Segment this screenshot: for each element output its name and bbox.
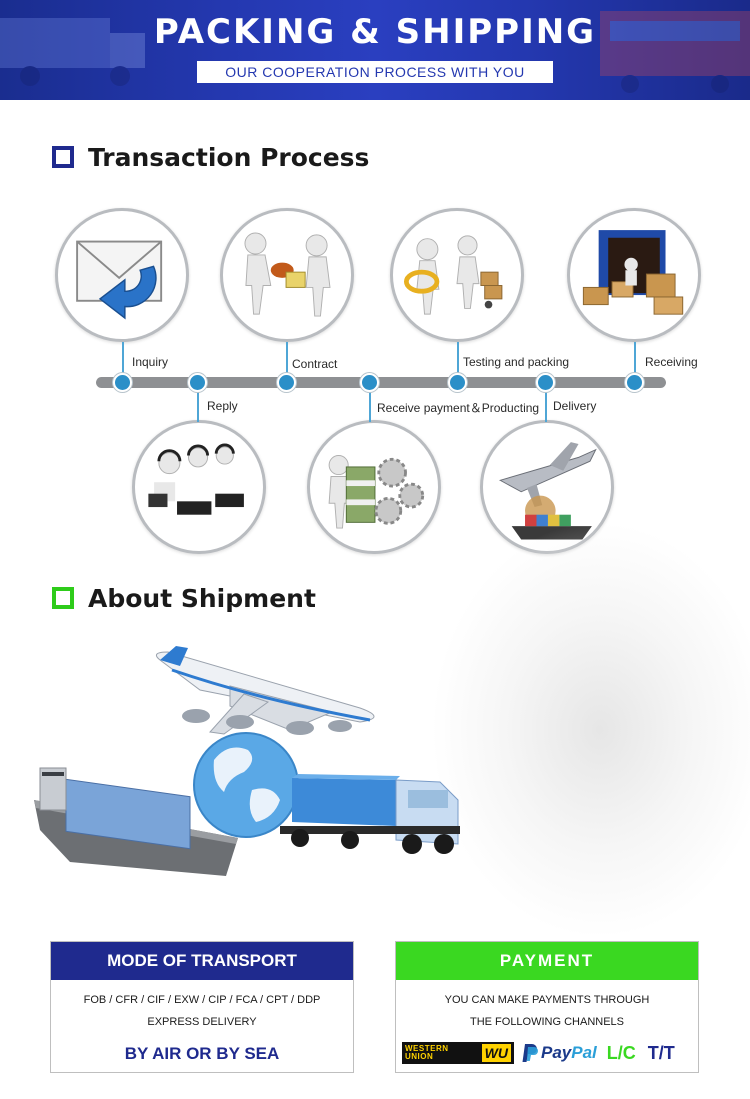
connector-line [457,342,459,378]
money-gears-icon [328,455,425,529]
globe-icon [193,732,299,838]
section-heading-transaction: Transaction Process [52,142,369,172]
payment-line-2: THE FOLLOWING CHANNELS [469,1016,625,1028]
step-label-delivery: Delivery [553,399,597,413]
payment-line-1: YOU CAN MAKE PAYMENTS THROUGH [444,994,650,1006]
payment-methods: WESTERN UNION WU PayPal L/C T/T [402,1040,694,1066]
paypal-p-icon [522,1044,538,1062]
truck-silhouette-icon [0,18,145,86]
payment-card: PAYMENT YOU CAN MAKE PAYMENTS THROUGH TH… [395,941,699,1073]
western-union-wordmark: WESTERN UNION [405,1044,449,1061]
step-image-testing [390,208,524,342]
telegraphic-transfer: T/T [647,1042,675,1063]
step-label-reply: Reply [207,399,238,413]
section-title: Transaction Process [88,142,370,172]
transport-card: MODE OF TRANSPORT FOB / CFR / CIF / EXW … [50,941,354,1073]
western-union-logo: WESTERN UNION WU [402,1042,514,1064]
step-image-contract [220,208,354,342]
timeline-dot [113,373,132,392]
step-image-payment [307,420,441,554]
airplane-icon [155,646,375,735]
connector-line [369,388,371,422]
letter-of-credit: L/C [606,1042,636,1063]
connector-line [286,342,288,378]
timeline-dot [277,373,296,392]
timeline-dot [360,373,379,392]
warehouse-icon [582,230,684,315]
wu-mark: WU [481,1044,511,1062]
page-title: PACKING & SHIPPING [153,12,597,52]
paypal-word-b: Pal [571,1043,597,1062]
call-center-icon [148,443,244,515]
container-truck-icon [280,774,460,854]
step-image-reply [132,420,266,554]
transport-card-heading: MODE OF TRANSPORT [51,942,353,980]
payment-card-heading: PAYMENT [396,942,698,980]
background-haze [430,520,750,940]
express-delivery: EXPRESS DELIVERY [147,1016,257,1028]
connector-line [197,388,199,422]
step-label-inquiry: Inquiry [132,355,169,369]
square-bullet-icon [52,587,74,609]
page-subtitle: OUR COOPERATION PROCESS WITH YOU [197,61,553,83]
shipment-illustration [34,646,460,876]
step-label-receiving: Receiving [645,355,698,369]
timeline-dot [448,373,467,392]
timeline-dot [536,373,555,392]
paypal-logo: PayPal [522,1043,597,1063]
step-image-inquiry [55,208,189,342]
inspection-icon [403,235,503,315]
square-bullet-icon [52,146,74,168]
connector-line [545,388,547,422]
timeline-dot [188,373,207,392]
transport-mode: BY AIR OR BY SEA [124,1044,280,1063]
cargo-ship-icon [34,767,238,876]
step-label-payment: Receive payment＆Producting [377,401,540,415]
envelope-icon [76,240,163,320]
bus-silhouette-icon [600,11,750,93]
connector-line [122,342,124,378]
header-banner: PACKING & SHIPPING OUR COOPERATION PROCE… [0,0,750,100]
section-heading-shipment: About Shipment [52,583,316,613]
step-label-contract: Contract [292,357,338,371]
timeline-dot [625,373,644,392]
timeline-bar [96,377,666,388]
step-image-receiving [567,208,701,342]
step-label-testing: Testing and packing [463,355,570,369]
connector-line [634,342,636,378]
paypal-word-a: Pay [541,1043,572,1062]
section-title: About Shipment [88,583,316,613]
handshake-icon [244,232,331,317]
trade-terms: FOB / CFR / CIF / EXW / CIP / FCA / CPT … [83,994,321,1006]
